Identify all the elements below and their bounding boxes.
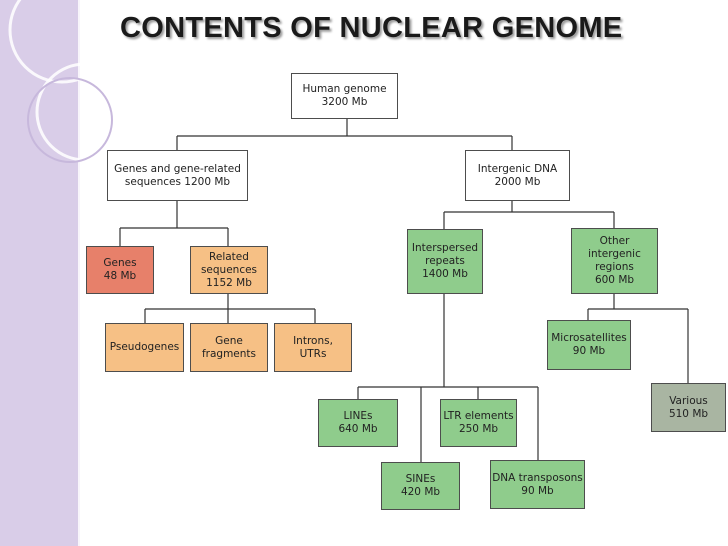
node-ltr-elements: LTR elements 250 Mb bbox=[440, 399, 517, 447]
decorative-circles bbox=[8, 0, 130, 163]
node-introns-utrs: Introns, UTRs bbox=[274, 323, 352, 372]
node-genes-and-gene-related: Genes and gene-related sequences 1200 Mb bbox=[107, 150, 248, 201]
page-title: CONTENTS OF NUCLEAR GENOME bbox=[120, 12, 623, 44]
sidebar-edge bbox=[78, 0, 80, 546]
node-microsatellites: Microsatellites 90 Mb bbox=[547, 320, 631, 370]
node-lines: LINEs 640 Mb bbox=[318, 399, 398, 447]
node-sines: SINEs 420 Mb bbox=[381, 462, 460, 510]
node-various: Various 510 Mb bbox=[651, 383, 726, 432]
node-dna-transposons: DNA transposons 90 Mb bbox=[490, 460, 585, 509]
node-other-intergenic-regions: Other intergenic regions 600 Mb bbox=[571, 228, 658, 294]
node-interspersed-repeats: Interspersed repeats 1400 Mb bbox=[407, 229, 483, 294]
node-human-genome: Human genome 3200 Mb bbox=[291, 73, 398, 119]
node-gene-fragments: Gene fragments bbox=[190, 323, 268, 372]
node-related-sequences: Related sequences 1152 Mb bbox=[190, 246, 268, 294]
node-intergenic-dna: Intergenic DNA 2000 Mb bbox=[465, 150, 570, 201]
node-pseudogenes: Pseudogenes bbox=[105, 323, 184, 372]
node-genes: Genes 48 Mb bbox=[86, 246, 154, 294]
